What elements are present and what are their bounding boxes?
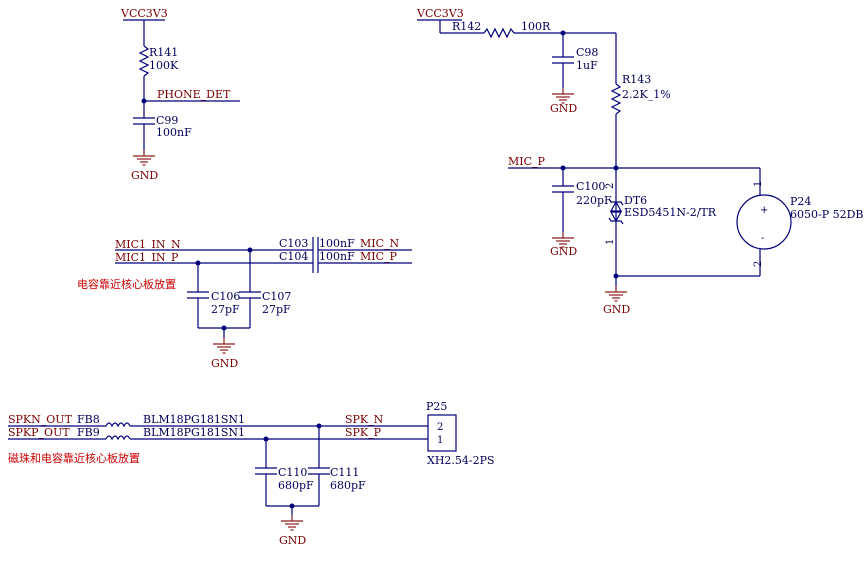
p24-pin-1: 1 — [753, 181, 764, 187]
c111-ref: C111 — [330, 466, 359, 479]
ground-icon — [280, 514, 304, 531]
p25-value: XH2.54-2PS — [427, 454, 495, 467]
mic-placement-note: 电容靠近核心板放置 — [77, 277, 176, 291]
ground-icon — [212, 337, 236, 354]
mic-input-circuit: MIC1_IN_N MIC1_IN_P C103 C104 100nF 100n… — [77, 237, 412, 370]
spkp-out-label: SPKP_OUT — [8, 426, 70, 439]
speaker-placement-note: 磁珠和电容靠近核心板放置 — [8, 451, 140, 465]
p25-ref: P25 — [426, 400, 447, 413]
c111-value: 680pF — [330, 479, 366, 492]
dt6-pin-2: 2 — [605, 183, 616, 189]
c104-value: 100nF — [319, 250, 355, 263]
speaker-circuit: SPKN_OUT SPKP_OUT FB8 FB9 BLM18PG181SN1 … — [8, 400, 495, 547]
dt6-value: ESD5451N-2/TR — [624, 206, 717, 219]
c100-ref: C100 — [576, 180, 605, 193]
spk-p-net-label: SPK_P — [345, 426, 382, 439]
fb8-ferrite-bead — [105, 422, 131, 428]
r141-ref: R141 — [149, 46, 178, 59]
c104-ref: C104 — [279, 250, 308, 263]
fb9-ref: FB9 — [77, 426, 100, 439]
r142-value: 100R — [521, 20, 551, 33]
c103-value: 100nF — [319, 237, 355, 250]
spk-n-net-label: SPK_N — [345, 413, 384, 426]
c103-ref: C103 — [279, 237, 308, 250]
fb9-ferrite-bead — [105, 435, 131, 441]
gnd-label: GND — [131, 169, 158, 182]
mic-n-net-label: MIC_N — [360, 237, 400, 250]
mic-p-net-label: MIC_P — [508, 155, 546, 168]
r143-ref: R143 — [622, 73, 651, 86]
p24-pin-2: 2 — [753, 261, 764, 267]
p24-value: 6050-P 52DB — [790, 208, 864, 221]
gnd-label: GND — [603, 303, 630, 316]
c110-value: 680pF — [278, 479, 314, 492]
ground-icon — [132, 149, 156, 166]
gnd-label: GND — [279, 534, 306, 547]
p24-ref: P24 — [790, 195, 811, 208]
c99-value: 100nF — [156, 126, 192, 139]
c107-ref: C107 — [262, 290, 291, 303]
gnd-label: GND — [550, 245, 577, 258]
fb8-value: BLM18PG181SN1 — [143, 413, 245, 426]
c98-value: 1uF — [576, 59, 598, 72]
fb9-value: BLM18PG181SN1 — [143, 426, 245, 439]
spkn-out-label: SPKN_OUT — [8, 413, 73, 426]
fb8-ref: FB8 — [77, 413, 100, 426]
r141-value: 100K — [149, 59, 179, 72]
p25-pin-2: 2 — [437, 422, 443, 433]
r143-value: 2.2K_1% — [622, 88, 671, 101]
r143-resistor — [610, 83, 622, 115]
gnd-label: GND — [211, 357, 238, 370]
dt6-tvs-diode — [608, 198, 624, 225]
p25-connector — [427, 414, 457, 452]
mic-bias-circuit: VCC3V3 R142 100R C98 1uF GND R143 2.2K_1… — [416, 7, 864, 316]
c99-ref: C99 — [156, 114, 178, 127]
ground-icon — [604, 285, 628, 302]
dt6-pin-1: 1 — [605, 239, 616, 245]
r142-resistor — [483, 27, 515, 39]
p24-plus-sign: + — [760, 205, 768, 216]
vcc3v3-label-left: VCC3V3 — [120, 7, 168, 20]
p24-microphone — [736, 194, 792, 250]
c100-value: 220pF — [576, 194, 612, 207]
c110-ref: C110 — [278, 466, 307, 479]
mic-p-net-label: MIC_P — [360, 250, 398, 263]
r141-resistor — [138, 45, 150, 77]
mic1-in-p-label: MIC1_IN_P — [115, 251, 179, 264]
c106-ref: C106 — [211, 290, 240, 303]
c106-value: 27pF — [211, 303, 240, 316]
dt6-ref: DT6 — [624, 194, 647, 207]
ground-icon — [551, 87, 575, 104]
vcc3v3-label-right: VCC3V3 — [416, 7, 464, 20]
gnd-label: GND — [550, 102, 577, 115]
p25-pin-1: 1 — [437, 435, 443, 446]
c107-value: 27pF — [262, 303, 291, 316]
c98-ref: C98 — [576, 46, 598, 59]
mic1-in-n-label: MIC1_IN_N — [115, 238, 181, 251]
phone-det-circuit: VCC3V3 R141 100K PHONE_DET C99 100nF GND — [120, 7, 240, 182]
phone-det-net-label: PHONE_DET — [157, 88, 231, 101]
r142-ref: R142 — [452, 20, 481, 33]
p24-minus-sign: - — [761, 233, 764, 244]
